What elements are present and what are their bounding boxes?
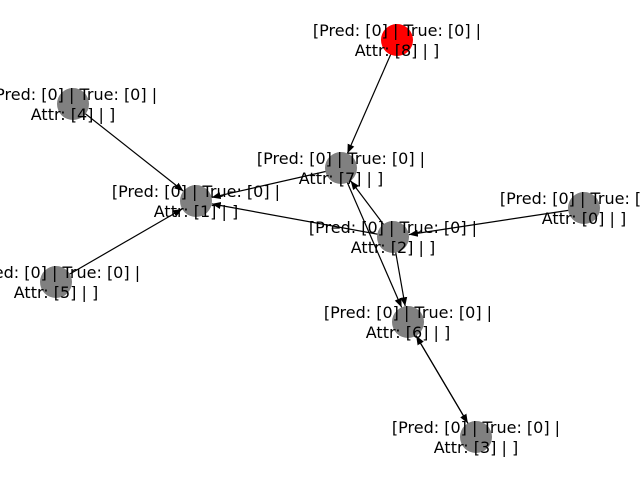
node-1 bbox=[180, 185, 212, 217]
node-label-4: [Pred: [0] | True: [0] |Attr: [4] | ] bbox=[0, 85, 157, 124]
edge-8-to-7 bbox=[346, 39, 398, 154]
node-label-line1: [Pred: [0] | True: [0] | bbox=[0, 263, 140, 282]
nodes-layer bbox=[40, 24, 600, 453]
node-label-7: [Pred: [0] | True: [0] |Attr: [7] | ] bbox=[257, 149, 425, 188]
edge-3-to-6 bbox=[415, 335, 477, 438]
node-label-line1: [Pred: [0] | True: [0] | bbox=[0, 85, 157, 104]
node-label-line1: [Pred: [0] | True: [0] | bbox=[392, 418, 560, 437]
node-label-line2: Attr: [4] | ] bbox=[31, 105, 115, 124]
node-label-line2: Attr: [6] | ] bbox=[366, 323, 450, 342]
node-label-line1: [Pred: [0] | True: [0] | bbox=[112, 182, 280, 201]
node-6 bbox=[392, 306, 424, 338]
node-label-line1: [Pred: [0] | True: [0] | bbox=[324, 303, 492, 322]
edge-0-to-2 bbox=[408, 207, 585, 237]
node-label-8: [Pred: [0] | True: [0] |Attr: [8] | ] bbox=[313, 21, 481, 60]
node-label-line1: [Pred: [0] | True: [0] | bbox=[313, 21, 481, 40]
node-label-line1: [Pred: [0] | True: [0] | bbox=[257, 149, 425, 168]
node-label-5: [Pred: [0] | True: [0] |Attr: [5] | ] bbox=[0, 263, 140, 302]
labels-layer: [Pred: [0] | True: [0] |Attr: [8] | ][Pr… bbox=[0, 21, 640, 457]
node-3 bbox=[460, 421, 492, 453]
edge-2-to-1 bbox=[211, 201, 394, 238]
node-label-line1: [Pred: [0] | True: [0] | bbox=[309, 218, 477, 237]
node-8 bbox=[381, 24, 413, 56]
node-label-line2: Attr: [1] | ] bbox=[154, 202, 238, 221]
node-label-line2: Attr: [7] | ] bbox=[299, 169, 383, 188]
node-2 bbox=[377, 221, 409, 253]
edge-7-to-6 bbox=[340, 167, 403, 308]
node-label-line2: Attr: [8] | ] bbox=[355, 41, 439, 60]
node-label-line2: Attr: [5] | ] bbox=[14, 283, 98, 302]
node-5 bbox=[40, 266, 72, 298]
edge-7-to-1 bbox=[211, 167, 342, 199]
node-label-0: [Pred: [0] | True: [0] |Attr: [0] | ] bbox=[500, 189, 640, 228]
node-7 bbox=[325, 152, 357, 184]
node-label-line1: [Pred: [0] | True: [0] | bbox=[500, 189, 640, 208]
node-label-line2: Attr: [0] | ] bbox=[542, 209, 626, 228]
node-label-line2: Attr: [3] | ] bbox=[434, 438, 518, 457]
node-label-3: [Pred: [0] | True: [0] |Attr: [3] | ] bbox=[392, 418, 560, 457]
node-4 bbox=[57, 88, 89, 120]
node-label-6: [Pred: [0] | True: [0] |Attr: [6] | ] bbox=[324, 303, 492, 342]
edge-4-to-1 bbox=[72, 103, 184, 192]
node-0 bbox=[568, 192, 600, 224]
node-label-line2: Attr: [2] | ] bbox=[351, 238, 435, 257]
node-label-2: [Pred: [0] | True: [0] |Attr: [2] | ] bbox=[309, 218, 477, 257]
edge-5-to-1 bbox=[55, 208, 183, 283]
node-label-1: [Pred: [0] | True: [0] |Attr: [1] | ] bbox=[112, 182, 280, 221]
